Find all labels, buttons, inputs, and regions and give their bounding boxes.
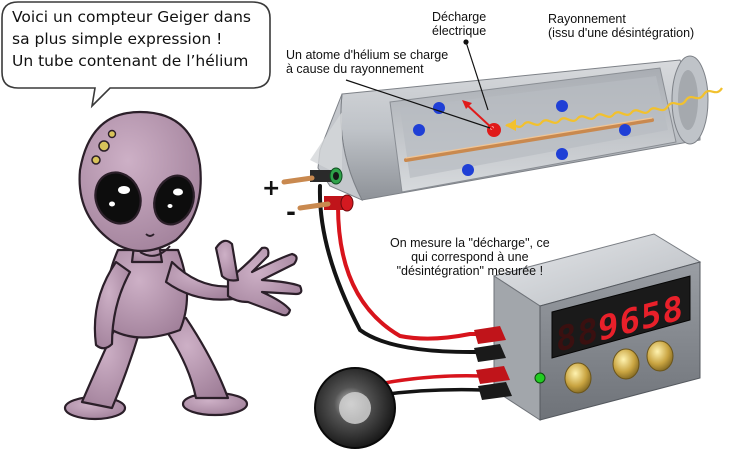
- bubble-line-3: Un tube contenant de l’hélium: [12, 52, 249, 70]
- bubble-line-1: Voici un compteur Geiger dans: [12, 8, 251, 26]
- geiger-tube: [281, 55, 723, 212]
- rayonnement-label: Rayonnement (issu d'une désintégration): [548, 12, 695, 40]
- mesure-label: On mesure la "décharge", ce qui correspo…: [390, 236, 550, 278]
- alien-character: [63, 110, 303, 421]
- counter-device: 88 9658: [474, 233, 702, 421]
- minus-sign: -: [286, 198, 296, 226]
- knob-2[interactable]: [612, 348, 640, 380]
- plus-sign: +: [262, 176, 281, 201]
- atome-label: Un atome d'hélium se charge à cause du r…: [286, 48, 449, 76]
- power-led: [534, 372, 546, 384]
- knob-3[interactable]: [646, 340, 674, 372]
- bubble-line-2: sa plus simple expression !: [12, 30, 223, 48]
- speech-bubble-text: Voici un compteur Geiger dans sa plus si…: [12, 6, 262, 72]
- decharge-label: Décharge électrique: [432, 10, 487, 38]
- speaker: [314, 367, 396, 449]
- knob-1[interactable]: [564, 362, 592, 394]
- wires: [317, 184, 502, 400]
- annotation-lines: [345, 39, 491, 129]
- speech-bubble: [1, 1, 271, 109]
